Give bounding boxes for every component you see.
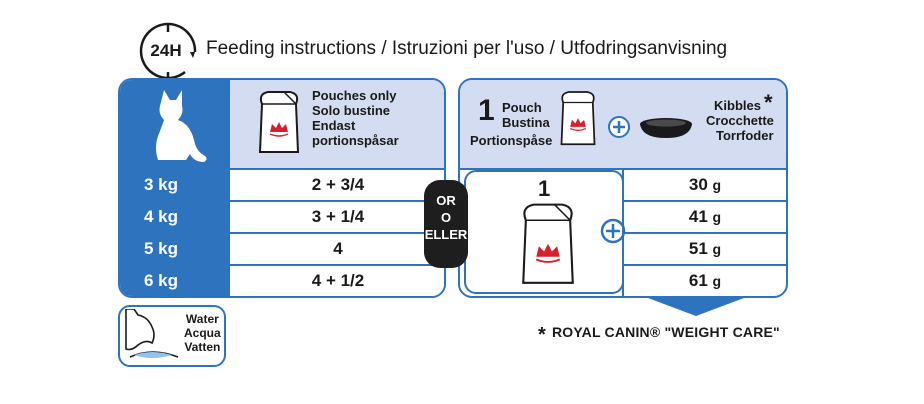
cat-drinking-icon bbox=[125, 309, 179, 358]
kibble-bowl-icon bbox=[640, 118, 692, 138]
pouches-header-line-4: portionspåsar bbox=[312, 133, 399, 148]
pouches-4kg: 3 + 1/4 bbox=[230, 202, 444, 232]
pouches-header-line-3: Endast bbox=[312, 118, 356, 133]
clock-label: 24H bbox=[150, 41, 182, 60]
royal-canin-pouch-icon bbox=[560, 91, 596, 146]
divider bbox=[624, 200, 786, 202]
body-pouch-count: 1 bbox=[538, 176, 551, 201]
column-divider bbox=[622, 170, 624, 296]
down-arrow-icon bbox=[648, 298, 744, 316]
water-line-1: Water bbox=[185, 312, 219, 326]
water-box bbox=[118, 305, 226, 367]
kibbles-5kg: 51 g bbox=[688, 239, 722, 258]
footnote-text: ROYAL CANIN® "WEIGHT CARE" bbox=[551, 324, 780, 340]
pouches-header-line-1: Pouches only bbox=[312, 88, 397, 103]
kibbles-4kg: 41 g bbox=[688, 207, 722, 226]
weight-6kg: 6 kg bbox=[120, 266, 228, 296]
pouches-6kg: 4 + 1/2 bbox=[230, 266, 444, 296]
water-line-3: Vatten bbox=[184, 340, 221, 354]
divider bbox=[120, 232, 444, 234]
divider bbox=[624, 264, 786, 266]
divider bbox=[460, 168, 786, 170]
pouch-line-2: Bustina bbox=[502, 115, 550, 130]
royal-canin-pouch-icon bbox=[258, 91, 300, 153]
kibbles-line-2: Crocchette bbox=[706, 113, 774, 128]
water-label: Water Acqua Vatten bbox=[184, 312, 221, 354]
kibbles-3kg: 30 g bbox=[688, 175, 722, 194]
cat-icon bbox=[156, 90, 207, 162]
divider bbox=[624, 232, 786, 234]
cat-cell bbox=[120, 80, 228, 168]
footnote-asterisk: * bbox=[538, 324, 546, 346]
or-badge: OR O ELLER bbox=[424, 180, 468, 268]
water-line-2: Acqua bbox=[184, 326, 221, 340]
royal-canin-pouch-icon bbox=[522, 203, 574, 284]
or-line-1: OR bbox=[436, 193, 456, 208]
column-divider bbox=[228, 80, 230, 296]
pouches-3kg: 2 + 3/4 bbox=[230, 170, 444, 200]
pouch-count: 1 bbox=[478, 94, 495, 127]
pouches-only-table: Pouches only Solo bustine Endast portion… bbox=[118, 78, 446, 298]
kibbles-6kg: 61 g bbox=[688, 271, 722, 290]
plus-icon bbox=[600, 218, 626, 244]
single-pouch-cell: 1 bbox=[464, 170, 624, 294]
clock-icon bbox=[139, 22, 197, 80]
pouch-line-1: Pouch bbox=[502, 100, 542, 115]
mixed-header: 1 Pouch Bustina Portionspåse Kibbles * C… bbox=[460, 80, 786, 168]
page-title: Feeding instructions / Istruzioni per l'… bbox=[206, 38, 728, 59]
kibbles-line-1: Kibbles bbox=[714, 98, 761, 113]
or-line-2: O bbox=[440, 210, 452, 225]
pouches-header-line-2: Solo bustine bbox=[312, 103, 390, 118]
pouches-5kg: 4 bbox=[230, 234, 444, 264]
mixed-feeding-table: 1 Pouch Bustina Portionspåse Kibbles * C… bbox=[458, 78, 788, 298]
plus-icon bbox=[608, 116, 630, 138]
divider bbox=[120, 168, 444, 170]
weight-5kg: 5 kg bbox=[120, 234, 228, 264]
kibbles-asterisk: * bbox=[764, 90, 773, 115]
kibbles-line-3: Torrfoder bbox=[716, 128, 774, 143]
footnote: * ROYAL CANIN® "WEIGHT CARE" bbox=[538, 324, 780, 347]
pouch-line-3: Portionspåse bbox=[470, 133, 553, 148]
divider bbox=[120, 200, 444, 202]
weight-4kg: 4 kg bbox=[120, 202, 228, 232]
or-line-3: ELLER bbox=[424, 227, 468, 242]
weight-3kg: 3 kg bbox=[120, 170, 228, 200]
pouches-header: Pouches only Solo bustine Endast portion… bbox=[230, 80, 444, 168]
divider bbox=[120, 264, 444, 266]
